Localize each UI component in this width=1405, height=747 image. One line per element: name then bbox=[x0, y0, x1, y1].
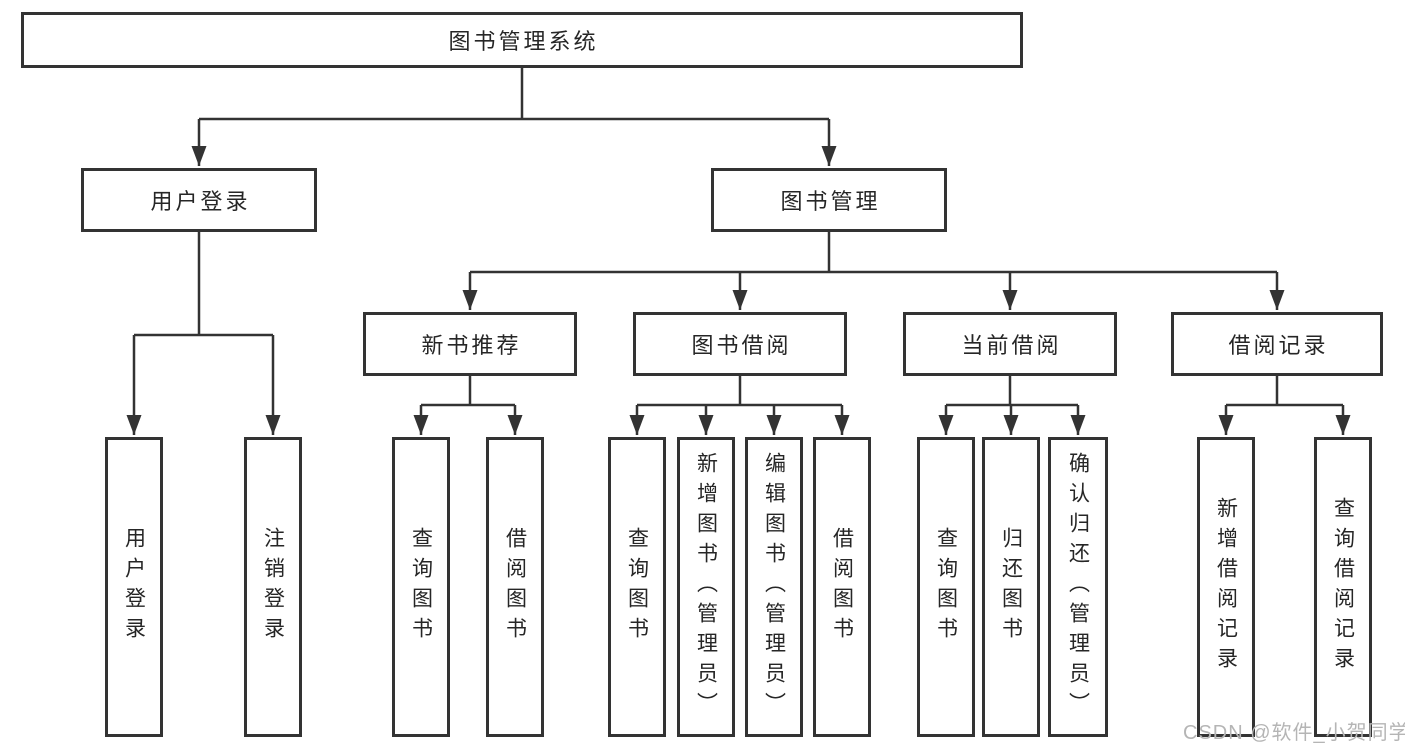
leaf-query-books-1: 查询图书 bbox=[392, 437, 450, 737]
leaf-query-borrow-record: 查询借阅记录 bbox=[1314, 437, 1372, 737]
connector-book-borrow bbox=[637, 376, 842, 407]
node-label: 查询图书 bbox=[409, 527, 433, 647]
connector-borrow-records bbox=[1226, 376, 1343, 407]
node-label: 编辑图书（管理员） bbox=[762, 452, 786, 722]
node-label: 图书管理 bbox=[780, 189, 881, 214]
node-label: 新增图书（管理员） bbox=[694, 452, 718, 722]
node-borrow-records: 借阅记录 bbox=[1171, 312, 1383, 376]
node-label: 查询图书 bbox=[625, 527, 649, 647]
node-label: 用户登录 bbox=[122, 527, 146, 647]
node-label: 确认归还（管理员） bbox=[1066, 452, 1090, 722]
leaf-borrow-books-2: 借阅图书 bbox=[813, 437, 871, 737]
leaf-add-borrow-record: 新增借阅记录 bbox=[1197, 437, 1255, 737]
node-label: 查询图书 bbox=[934, 527, 958, 647]
node-label: 注销登录 bbox=[261, 527, 285, 647]
node-current-borrow: 当前借阅 bbox=[903, 312, 1117, 376]
connector-new-book bbox=[421, 376, 515, 407]
node-book-management: 图书管理 bbox=[711, 168, 947, 232]
leaf-return-books: 归还图书 bbox=[982, 437, 1040, 737]
connector-current-borrow bbox=[946, 376, 1078, 407]
node-label: 查询借阅记录 bbox=[1331, 497, 1355, 677]
node-label: 图书管理系统 bbox=[448, 29, 599, 54]
node-user-login: 用户登录 bbox=[81, 168, 317, 232]
node-label: 新书推荐 bbox=[421, 333, 522, 358]
node-label: 新增借阅记录 bbox=[1214, 497, 1238, 677]
node-system-root: 图书管理系统 bbox=[21, 12, 1023, 68]
leaf-user-login: 用户登录 bbox=[105, 437, 163, 737]
connector-root bbox=[199, 68, 829, 121]
node-label: 当前借阅 bbox=[961, 333, 1062, 358]
node-label: 用户登录 bbox=[150, 189, 251, 214]
leaf-edit-books-admin: 编辑图书（管理员） bbox=[745, 437, 803, 737]
node-label: 借阅图书 bbox=[503, 527, 527, 647]
connector-book-management bbox=[470, 232, 1277, 274]
connector-user-login bbox=[134, 232, 273, 337]
node-label: 借阅记录 bbox=[1228, 333, 1329, 358]
leaf-query-books-3: 查询图书 bbox=[917, 437, 975, 737]
node-book-borrow: 图书借阅 bbox=[633, 312, 847, 376]
leaf-borrow-books-1: 借阅图书 bbox=[486, 437, 544, 737]
node-label: 图书借阅 bbox=[691, 333, 792, 358]
leaf-add-books-admin: 新增图书（管理员） bbox=[677, 437, 735, 737]
watermark: CSDN @软件_小贺同学 bbox=[1183, 722, 1405, 744]
node-new-book-recommend: 新书推荐 bbox=[363, 312, 577, 376]
leaf-logout: 注销登录 bbox=[244, 437, 302, 737]
node-label: 归还图书 bbox=[999, 527, 1023, 647]
leaf-query-books-2: 查询图书 bbox=[608, 437, 666, 737]
node-label: 借阅图书 bbox=[830, 527, 854, 647]
leaf-confirm-return-admin: 确认归还（管理员） bbox=[1048, 437, 1108, 737]
